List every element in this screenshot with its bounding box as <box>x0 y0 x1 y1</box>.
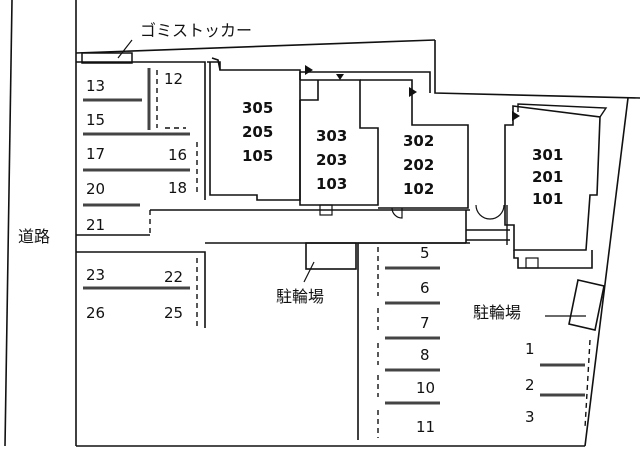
marker <box>512 111 520 121</box>
stall-number: 8 <box>420 346 430 364</box>
stall-number: 3 <box>525 408 535 426</box>
unit-label: 305 <box>242 99 273 117</box>
building-right-units: 301 201 101 <box>532 146 563 208</box>
stall-number: 6 <box>420 279 430 297</box>
bicycle-parking-right-box <box>568 279 605 331</box>
building-left-units: 305 205 105 <box>242 99 273 165</box>
east-boundary-line <box>584 97 629 447</box>
unit-label: 103 <box>316 175 347 193</box>
stall-number: 5 <box>420 244 430 262</box>
right-parking-dashed-lines <box>584 339 591 429</box>
unit-label: 301 <box>532 146 563 164</box>
building-center-door <box>391 207 403 219</box>
stall-number: 2 <box>525 376 535 394</box>
stall-number: 12 <box>164 70 183 88</box>
road-edges <box>4 0 77 447</box>
building-center-outline <box>360 79 469 209</box>
unit-label: 202 <box>403 156 434 174</box>
unit-label: 201 <box>532 168 563 186</box>
building-right-lower-step <box>513 250 593 269</box>
unit-label: 302 <box>403 132 434 150</box>
left-lower-outline <box>76 251 206 328</box>
stall-number: 21 <box>86 216 105 234</box>
entrance-double-door <box>475 204 505 220</box>
stall-number: 16 <box>168 146 187 164</box>
stall-number: 20 <box>86 180 105 198</box>
trash-stocker-box <box>81 52 133 64</box>
center-parking-stall-lines <box>385 266 440 405</box>
stall-number: 11 <box>416 418 435 436</box>
dash-line <box>584 339 591 429</box>
right-parking-stall-lines <box>540 363 585 397</box>
building-right-outline-shadow <box>517 103 608 118</box>
right-parking-numbers: 1 2 3 <box>525 340 535 426</box>
marker <box>305 65 313 75</box>
stall-number: 1 <box>525 340 535 358</box>
north-east-boundary-line <box>434 40 640 99</box>
entrance-markers <box>305 65 520 121</box>
building-middle-units: 303 203 103 <box>316 127 347 193</box>
building-center-units: 302 202 102 <box>403 132 434 198</box>
left-parking-numbers: 13 12 15 17 16 20 18 21 23 22 26 25 <box>86 70 187 322</box>
marker <box>409 87 417 97</box>
building-center-upper-line <box>299 71 431 93</box>
unit-label: 102 <box>403 180 434 198</box>
stall-number: 10 <box>416 379 435 397</box>
stall-number: 13 <box>86 77 105 95</box>
stall-number: 17 <box>86 145 105 163</box>
stall-number: 26 <box>86 304 105 322</box>
building-middle-door <box>319 204 333 216</box>
trash-stocker-leader <box>117 39 133 59</box>
stall-number: 23 <box>86 266 105 284</box>
center-parking-numbers: 5 6 7 8 10 11 <box>416 244 435 436</box>
center-parking-outline <box>357 242 466 440</box>
stall-number: 15 <box>86 111 105 129</box>
stall-number: 7 <box>420 314 430 332</box>
unit-label: 101 <box>532 190 563 208</box>
left-parking-upper-outline <box>76 61 206 200</box>
trash-stocker-label: ゴミストッカー <box>140 21 252 40</box>
bicycle-parking-center-leader <box>303 261 315 283</box>
road-left-edge-line <box>4 0 13 447</box>
site-boundary <box>75 39 640 447</box>
north-boundary-line <box>75 39 436 54</box>
unit-label: 205 <box>242 123 273 141</box>
left-parking-area <box>76 61 206 328</box>
stall-number: 18 <box>168 179 187 197</box>
left-parking-stall-lines <box>83 68 190 290</box>
unit-label: 303 <box>316 127 347 145</box>
stall-number: 22 <box>164 268 183 286</box>
stall-number: 25 <box>164 304 183 322</box>
unit-label: 105 <box>242 147 273 165</box>
unit-label: 203 <box>316 151 347 169</box>
bicycle-parking-center-label: 駐輪場 <box>276 287 324 306</box>
building-right-door <box>525 257 539 269</box>
bicycle-parking-right-label: 駐輪場 <box>473 303 521 322</box>
building-left-roof-step <box>211 57 221 71</box>
road-label: 道路 <box>18 227 50 246</box>
marker <box>336 74 344 80</box>
bicycle-parking-center-box <box>305 242 357 270</box>
left-parking-dashed-lines <box>149 70 198 326</box>
